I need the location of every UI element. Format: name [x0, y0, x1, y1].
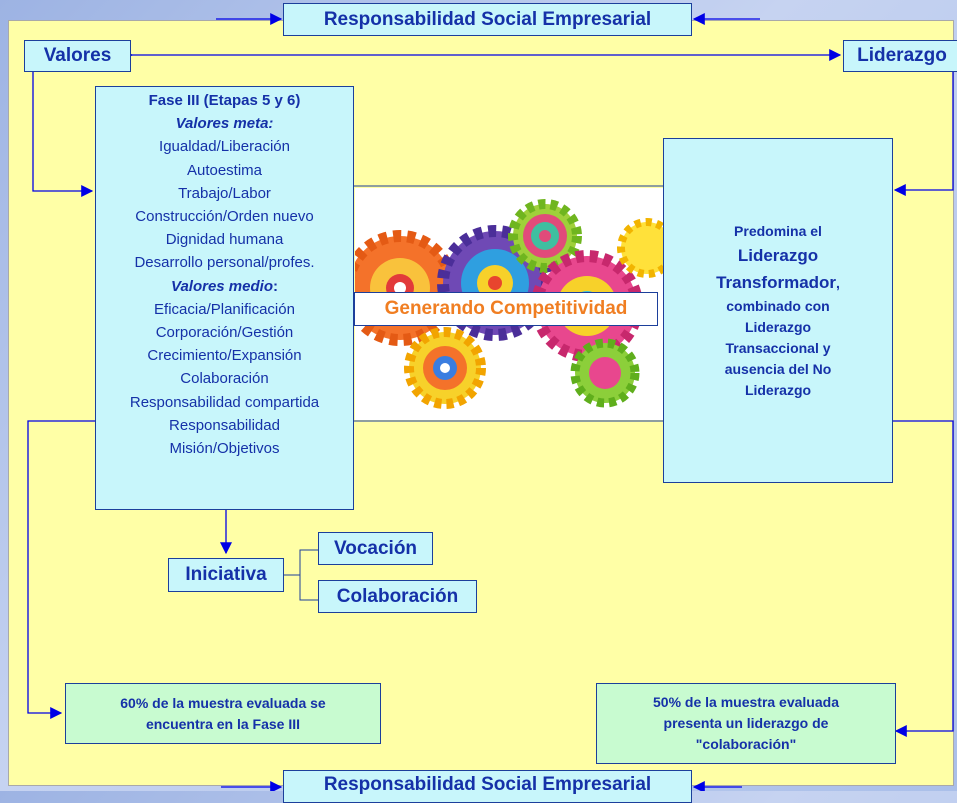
- arrow-valores-fase: [32, 70, 94, 197]
- lid-line-6: Transaccional y: [725, 339, 831, 356]
- lid-line-3: Transformador: [716, 272, 837, 292]
- lid-line-7: ausencia del No: [724, 360, 832, 377]
- meta-item: Trabajo/Labor: [178, 184, 271, 202]
- medio-item: Responsabilidad compartida: [129, 393, 320, 411]
- valores-text: Valores: [43, 45, 112, 66]
- colaboracion-text: Colaboración: [336, 585, 459, 607]
- meta-item: Desarrollo personal/profes.: [134, 254, 315, 272]
- meta-item: Dignidad humana: [165, 231, 284, 249]
- medio-item: Corporación/Gestión: [155, 324, 294, 342]
- liderazgo-text: Liderazgo: [857, 45, 947, 66]
- medio-item: Misión/Objetivos: [169, 440, 280, 458]
- meta-heading: Valores meta:: [175, 115, 274, 133]
- lid-line-3-suffix: ,: [836, 274, 840, 291]
- iniciativa-text: Iniciativa: [185, 564, 267, 585]
- vocacion-box: Vocación: [318, 532, 433, 565]
- liderazgo-description-box: Predomina el Liderazgo Transformador, co…: [663, 138, 893, 483]
- medio-heading-line: Valores medio:: [96, 275, 353, 298]
- stat-right-line-1: 50% de la muestra evaluada: [653, 694, 839, 710]
- medio-item: Crecimiento/Expansión: [147, 347, 302, 365]
- arrow-liderazgo-box: [893, 72, 954, 196]
- meta-item: Autoestima: [186, 161, 263, 179]
- iniciativa-box: Iniciativa: [168, 558, 284, 592]
- stat-left-line-1: 60% de la muestra evaluada se: [120, 694, 326, 711]
- lid-line-2: Liderazgo: [737, 245, 819, 265]
- lid-line-1: Predomina el: [734, 222, 822, 239]
- lid-line-3-wrap: Transformador,: [716, 269, 840, 296]
- title-top: Responsabilidad Social Empresarial: [283, 3, 692, 36]
- lid-line-4: combinado con: [726, 297, 830, 314]
- liderazgo-box: Liderazgo: [843, 40, 957, 72]
- fase-heading: Fase III (Etapas 5 y 6): [148, 92, 301, 109]
- title-top-text: Responsabilidad Social Empresarial: [323, 8, 652, 30]
- medio-heading: Valores medio: [171, 277, 273, 295]
- medio-item: Eficacia/Planificación: [154, 300, 295, 318]
- stat-right-box: 50% de la muestra evaluada presenta un l…: [596, 683, 896, 764]
- meta-item: Construcción/Orden nuevo: [135, 208, 314, 226]
- bracket-iniciativa: [299, 549, 318, 601]
- medio-item: Colaboración: [180, 370, 269, 388]
- valores-box: Valores: [24, 40, 131, 72]
- arrow-fase-stat-left: [27, 420, 95, 719]
- stat-right-line-2: presenta un liderazgo de: [663, 715, 829, 731]
- title-bottom-text: Responsabilidad Social Empresarial: [323, 774, 652, 795]
- medio-colon: :: [272, 277, 278, 295]
- stat-left-box: 60% de la muestra evaluada se encuentra …: [65, 683, 381, 744]
- center-label-text: Generando Competitividad: [384, 298, 628, 319]
- arrow-lid-stat-right: [893, 420, 954, 737]
- stat-right-line-3: "colaboración": [695, 736, 797, 752]
- title-bottom: Responsabilidad Social Empresarial: [283, 770, 692, 803]
- medio-item: Responsabilidad: [169, 416, 280, 434]
- fase-box: Fase III (Etapas 5 y 6) Valores meta: Ig…: [95, 86, 354, 510]
- lid-line-8: Liderazgo: [744, 381, 812, 398]
- meta-item: Igualdad/Liberación: [159, 138, 290, 156]
- vocacion-text: Vocación: [333, 537, 418, 559]
- stat-left-line-2: encuentra en la Fase III: [145, 715, 301, 732]
- generando-competitividad-label: Generando Competitividad: [354, 292, 658, 326]
- lid-line-5: Liderazgo: [744, 318, 812, 335]
- colaboracion-box: Colaboración: [318, 580, 477, 613]
